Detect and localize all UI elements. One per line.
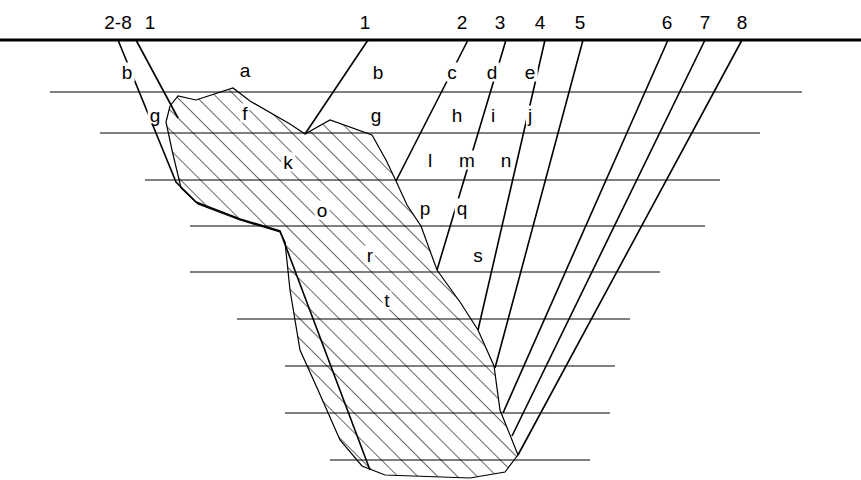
zone-letter: i xyxy=(489,106,497,125)
phase-number: 7 xyxy=(698,13,713,32)
zone-letter: q xyxy=(455,199,470,218)
zone-letter: m xyxy=(457,151,477,170)
zone-letter: c xyxy=(445,63,459,82)
zone-letter: a xyxy=(238,61,253,80)
phase-number: 2 xyxy=(455,13,470,32)
surface-line xyxy=(0,39,861,42)
phase-number: 1 xyxy=(358,13,373,32)
phase-number: 5 xyxy=(573,13,588,32)
phase-number: 6 xyxy=(660,13,675,32)
zone-letter: l xyxy=(426,151,434,170)
zone-letter: f xyxy=(240,104,249,123)
zone-letter: k xyxy=(281,153,295,172)
zone-letter: t xyxy=(382,291,391,310)
phase-number: 8 xyxy=(735,13,750,32)
phase-number: 4 xyxy=(533,13,548,32)
zone-letter: d xyxy=(485,63,500,82)
zone-letter: b xyxy=(371,63,386,82)
zone-letter: n xyxy=(499,151,514,170)
phase-number: 1 xyxy=(143,13,158,32)
zone-letter: g xyxy=(148,106,163,125)
zone-letter: h xyxy=(450,106,465,125)
zone-letter: r xyxy=(365,246,375,265)
bench-lines xyxy=(50,92,802,460)
zone-letter: e xyxy=(523,63,538,82)
zone-letter: g xyxy=(369,106,384,125)
phase-number: 2-8 xyxy=(102,13,133,32)
hatched-region xyxy=(166,88,518,478)
zone-letter: j xyxy=(526,106,534,125)
phase-lines xyxy=(118,40,742,470)
zone-letter: s xyxy=(471,246,485,265)
zone-letter: o xyxy=(315,201,330,220)
zone-letter: p xyxy=(418,199,433,218)
zone-letter: b xyxy=(120,63,135,82)
phase-number: 3 xyxy=(493,13,508,32)
